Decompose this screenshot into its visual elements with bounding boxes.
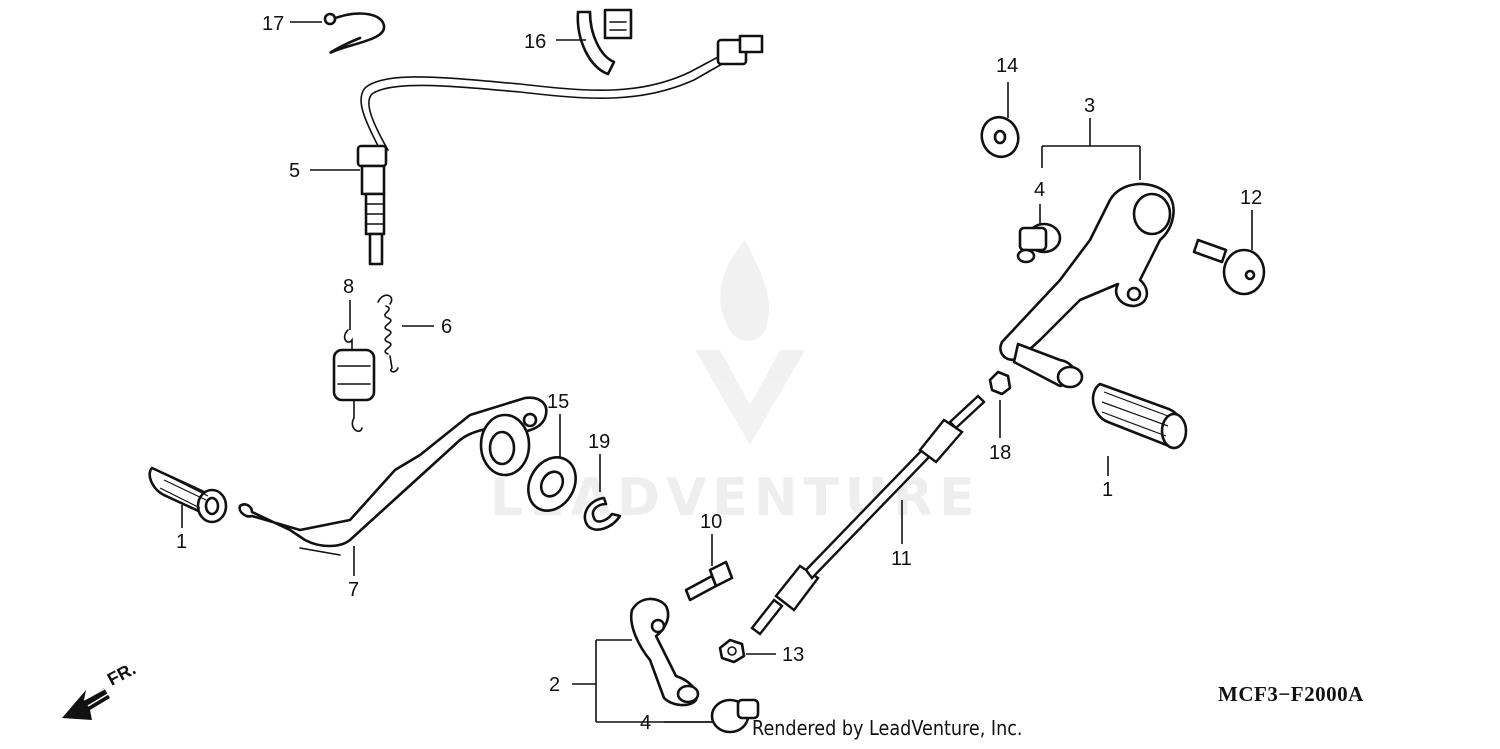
watermark-logo: [695, 240, 805, 445]
callout-8: 8: [343, 276, 354, 298]
nut-13: [718, 638, 746, 664]
callout-10: 10: [700, 511, 722, 533]
ball-joint-4-top: [1016, 222, 1062, 264]
callout-3: 3: [1084, 95, 1095, 117]
washer-14: [980, 115, 1020, 159]
callout-6: 6: [441, 316, 452, 338]
callout-17: 17: [262, 13, 284, 35]
callout-4-top: 4: [1034, 179, 1045, 201]
callout-4-bottom: 4: [640, 712, 651, 734]
diagram-code: MCF3−F2000A: [1218, 682, 1364, 706]
leader-lines: [181, 21, 1253, 723]
callout-12: 12: [1240, 187, 1262, 209]
callout-5: 5: [289, 160, 300, 182]
callout-15: 15: [547, 391, 569, 413]
tie-rod-11: [750, 394, 986, 636]
callouts: 17 16 5 8 6 1 7 15 19 10 2 4 13 11 18 14…: [176, 13, 1262, 734]
spring-6: [377, 294, 399, 373]
spring-8: [332, 329, 376, 433]
callout-19: 19: [588, 431, 610, 453]
callout-16: 16: [524, 31, 546, 53]
brake-pedal-7: [238, 396, 548, 556]
shift-pedal-3: [999, 182, 1175, 389]
bolt-10: [684, 560, 734, 602]
clamp-17: [323, 12, 386, 54]
bolt-12: [1192, 238, 1266, 296]
callout-18: 18: [989, 442, 1011, 464]
render-credit: Rendered by LeadVenture, Inc.: [752, 716, 1023, 740]
circlip-19: [583, 496, 622, 531]
front-direction-arrow-icon: [62, 687, 110, 720]
peg-rubber-1-left: [148, 466, 228, 524]
band-16: [576, 8, 633, 76]
callout-7: 7: [348, 579, 359, 601]
callout-2: 2: [549, 674, 560, 696]
stop-switch-5: [356, 34, 764, 266]
nut-18: [988, 370, 1012, 396]
callout-14: 14: [996, 55, 1018, 77]
callout-13: 13: [782, 644, 804, 666]
ball-joint-4-bottom: [710, 698, 760, 734]
peg-rubber-1-right: [1091, 382, 1188, 450]
callout-11: 11: [891, 548, 912, 570]
washer-15: [527, 456, 577, 512]
callout-1-left: 1: [176, 531, 187, 553]
callout-1-right: 1: [1102, 479, 1113, 501]
shift-arm-2: [629, 597, 700, 707]
